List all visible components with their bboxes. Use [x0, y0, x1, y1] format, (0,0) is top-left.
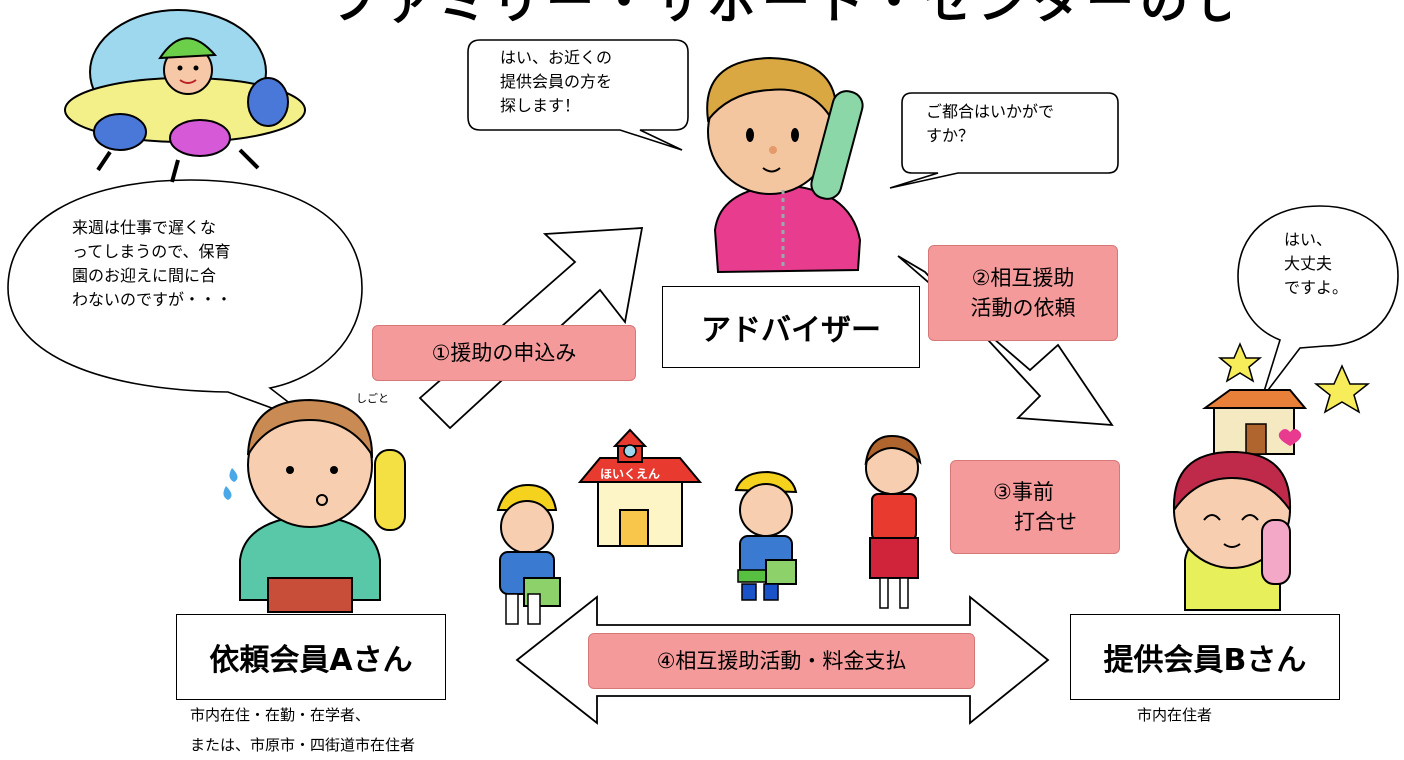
- requester-member-box: 依頼会員Aさん: [176, 614, 446, 700]
- step-activity-box: ④相互援助活動・料金支払: [588, 633, 975, 689]
- child-left-illustration: [496, 483, 561, 625]
- advisor-box: アドバイザー: [662, 286, 920, 368]
- speech-bubble-requester: [7, 179, 363, 426]
- house-illustration: [1201, 389, 1308, 455]
- provider-eligibility: 市内在住者: [1137, 706, 1213, 724]
- step-meeting-box: ③事前 打合せ: [950, 460, 1120, 554]
- step-request-box: ②相互援助 活動の依頼: [928, 245, 1118, 341]
- step-request-label: ②相互援助 活動の依頼: [970, 266, 1076, 320]
- requester-eligibility-line2: または、市原市・四街道市在住者: [190, 736, 416, 754]
- speech-bubble-advisor-search: [467, 39, 689, 151]
- step-application-box: ①援助の申込み: [372, 325, 636, 381]
- speech-bubble-provider: [1237, 205, 1399, 399]
- bubble-text-provider: はい、 大丈夫 ですよ。: [1284, 230, 1349, 297]
- star-icon: [1217, 342, 1263, 383]
- provider-member-box: 提供会員Bさん: [1070, 614, 1340, 700]
- nursery-sign: ほいくえん: [600, 467, 660, 481]
- girl-illustration: [864, 434, 922, 609]
- advisor-illustration: [706, 56, 864, 274]
- step-application-label: ①援助の申込み: [431, 341, 577, 365]
- sweat-note: しごと: [356, 391, 389, 405]
- heart-icon: [1278, 429, 1302, 446]
- step-meeting-label: ③事前 打合せ: [993, 480, 1077, 534]
- bubble-text-requester: 来週は仕事で遅くな ってしまうので、保育 園のお迎えに間に合 わないのですが・・…: [72, 218, 233, 309]
- bubble-text-advisor-search: はい、お近くの 提供会員の方を 探します！: [500, 48, 613, 115]
- speech-bubble-advisor-ask: [889, 92, 1119, 189]
- requester-eligibility-line1: 市内在住・在勤・在学者、: [190, 706, 371, 724]
- ufo-illustration: [64, 9, 306, 183]
- child-right-illustration: [734, 470, 798, 601]
- page-title: ファミリー・サポート・センターのしくみ: [330, 0, 1230, 26]
- step-activity-label: ④相互援助活動・料金支払: [656, 649, 907, 673]
- provider-illustration: [1172, 450, 1292, 611]
- requester-illustration: [223, 398, 406, 613]
- bubble-text-advisor-ask: ご都合はいかがで すか？: [926, 102, 1055, 145]
- star-icon: [1313, 364, 1371, 414]
- nursery-illustration: ほいくえん: [577, 428, 703, 547]
